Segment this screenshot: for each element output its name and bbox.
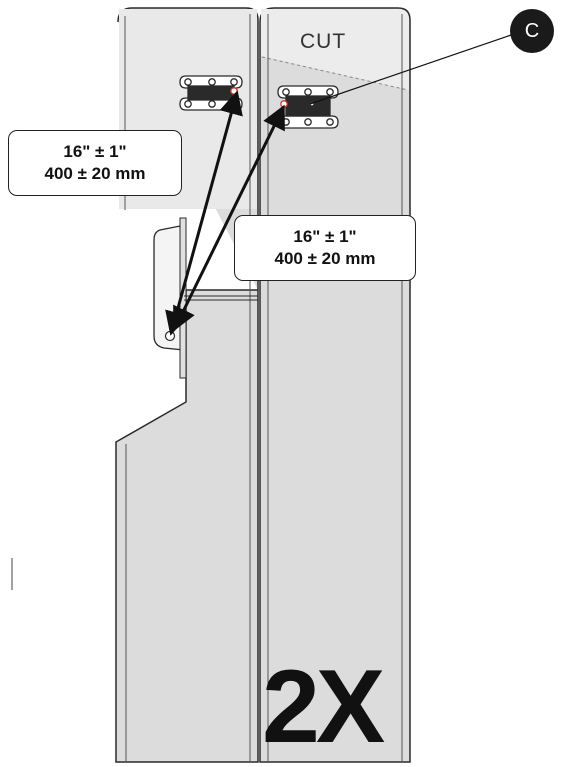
- callout-leader: [309, 33, 515, 105]
- cut-line: [261, 56, 409, 91]
- dimension-left-metric: 400 ± 20 mm: [44, 164, 146, 183]
- bracket-hole: [164, 330, 176, 342]
- measure-arrow-right: [173, 104, 285, 332]
- dimension-box-right: 16" ± 1" 400 ± 20 mm: [234, 215, 416, 281]
- dimension-right-imperial: 16" ± 1": [293, 227, 357, 246]
- hinge-left-target-hole: [230, 87, 238, 95]
- callout-letter: C: [524, 19, 540, 42]
- hinge-right: [277, 85, 339, 129]
- hinge-right-target-hole: [280, 100, 288, 108]
- right-panel-cut-zone: [261, 9, 409, 90]
- callout-badge-c: C: [510, 9, 554, 53]
- cut-label: CUT: [300, 30, 347, 53]
- dimension-box-left: 16" ± 1" 400 ± 20 mm: [8, 130, 182, 196]
- quantity-multiplier: 2X: [262, 649, 385, 765]
- dimension-right-metric: 400 ± 20 mm: [274, 249, 376, 268]
- dimension-left-imperial: 16" ± 1": [63, 142, 127, 161]
